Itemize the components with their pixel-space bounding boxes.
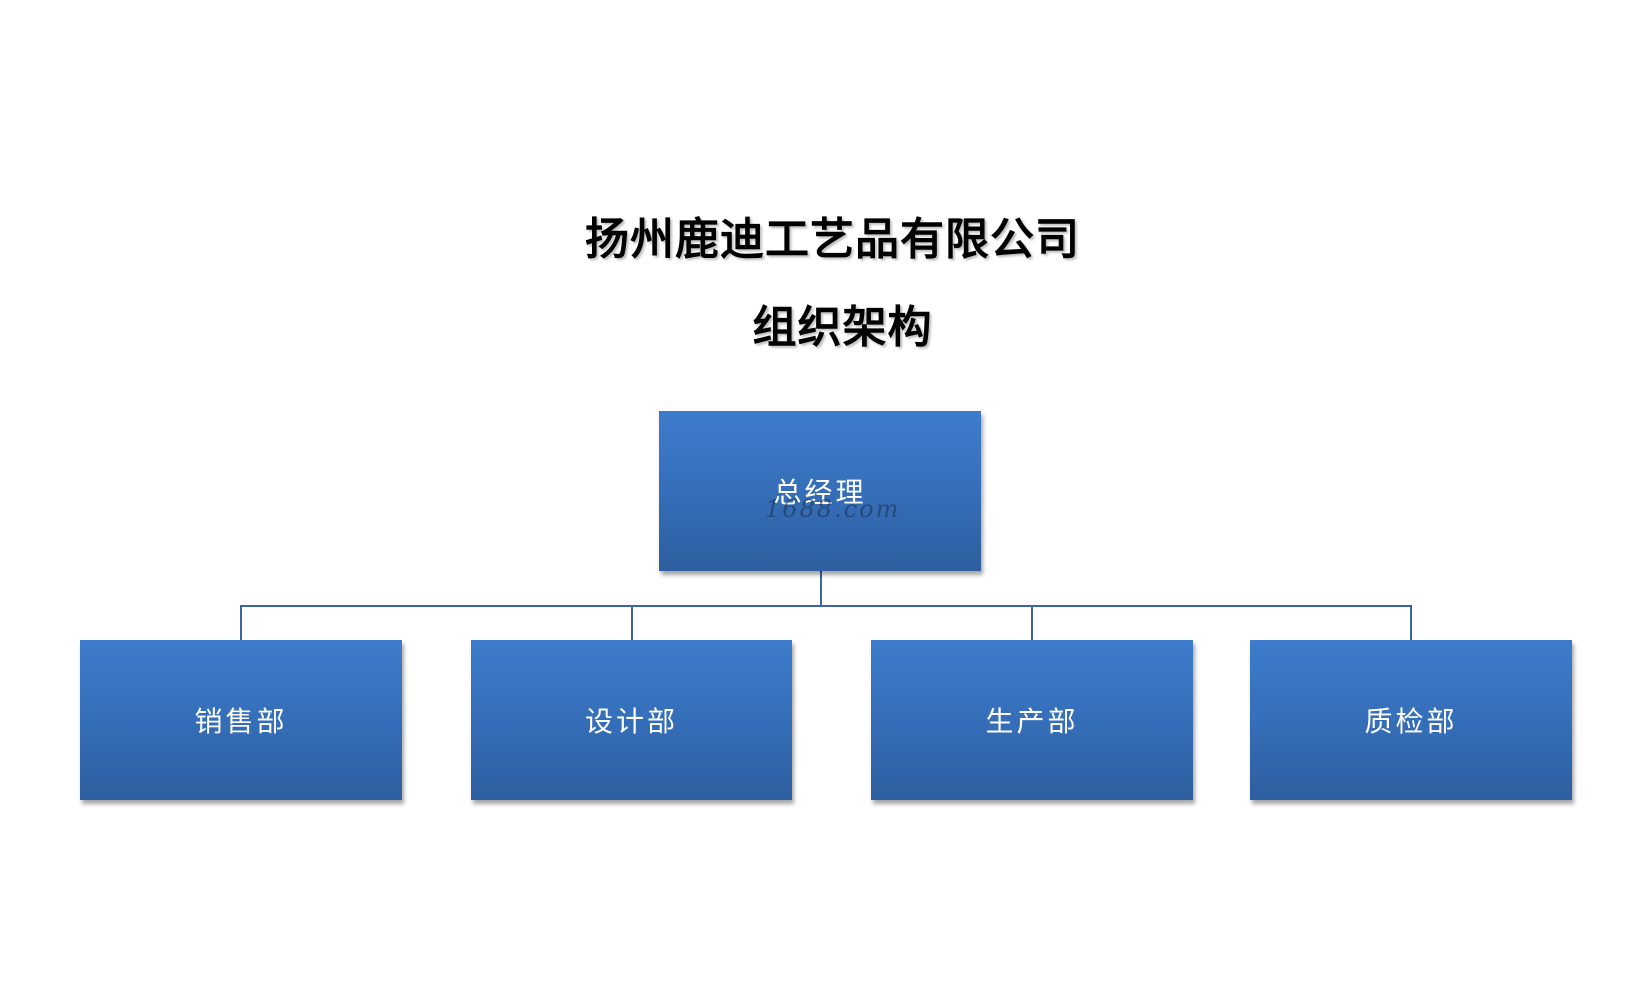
node-sales-dept-label: 销售部 [194, 705, 288, 738]
company-name-title: 扬州鹿迪工艺品有限公司 [585, 214, 1080, 265]
connector-to-sales [240, 605, 242, 640]
node-sales-dept: 销售部 [80, 640, 402, 800]
connector-to-qc [1410, 605, 1412, 640]
watermark-text: 1688.com [765, 495, 901, 523]
node-design-dept: 设计部 [471, 640, 792, 800]
node-qc-dept-label: 质检部 [1364, 705, 1458, 738]
org-structure-title: 组织架构 [752, 302, 933, 353]
node-qc-dept: 质检部 [1250, 640, 1572, 800]
node-production-dept-label: 生产部 [985, 705, 1079, 738]
node-general-manager-label: 总经理 [773, 476, 867, 509]
node-general-manager: 总经理 [659, 411, 981, 571]
connector-horizontal-bar [240, 605, 1412, 607]
connector-to-design [631, 605, 633, 640]
node-production-dept: 生产部 [871, 640, 1193, 800]
connector-to-production [1031, 605, 1033, 640]
node-design-dept-label: 设计部 [584, 705, 678, 738]
connector-root-down [820, 571, 822, 606]
